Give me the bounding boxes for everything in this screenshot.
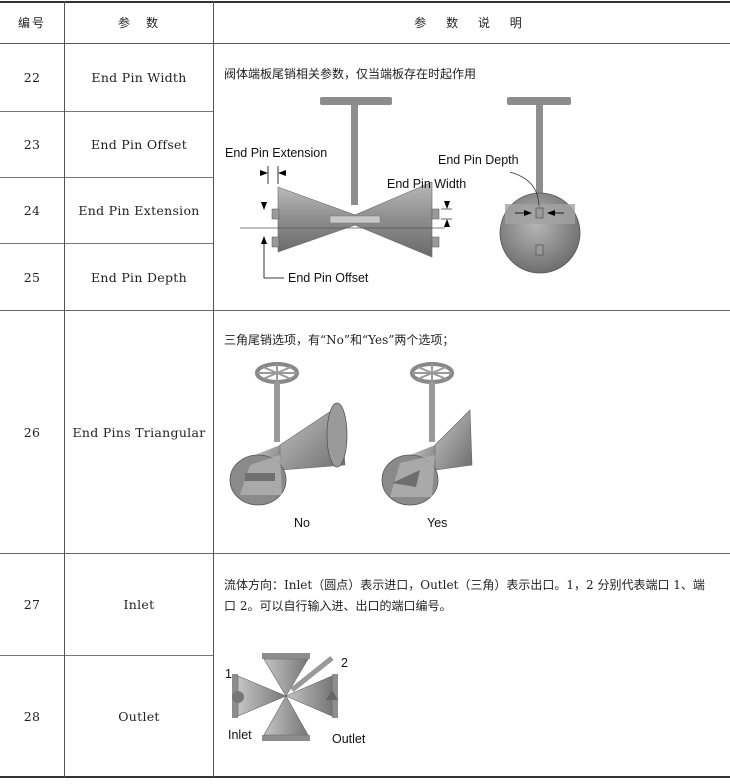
flow-figure: 1 2 Inlet Outlet	[225, 653, 366, 746]
label-end-pin-depth: End Pin Depth	[438, 153, 519, 167]
inlet-dot-icon	[232, 691, 244, 703]
row-number: 24	[23, 203, 41, 218]
right-cone	[354, 181, 433, 258]
arrow-icon	[524, 210, 532, 216]
end-pin-figure: End Pin Extension End Pin Offset End Pin…	[225, 97, 581, 285]
valve-no	[229, 362, 348, 506]
end-pin-left	[271, 236, 280, 248]
header-param: 参 数	[117, 16, 160, 30]
end-pin	[535, 244, 544, 256]
row-rule	[0, 310, 730, 311]
valve-gate	[329, 215, 381, 224]
desc-end-pin: 阀体端板尾销相关参数，仅当端板存在时起作用	[224, 67, 477, 81]
arrow-icon	[261, 236, 267, 244]
outlet-triangle-icon	[326, 690, 338, 700]
label-end-pin-offset: End Pin Offset	[288, 271, 369, 285]
desc-flow-line1: 流体方向：Inlet（圆点）表示进口，Outlet（三角）表示出口。1，2 分别…	[224, 578, 705, 592]
valve-yes	[381, 362, 473, 506]
triangular-figure: No Yes	[229, 362, 473, 530]
desc-flow-line2: 口 2。可以自行输入进、出口的端口编号。	[224, 599, 452, 613]
row-number: 26	[23, 424, 41, 440]
param-name: End Pin Width	[91, 70, 187, 85]
label-no: No	[294, 516, 310, 530]
column-rule	[64, 1, 65, 777]
handwheel-bar	[507, 97, 571, 105]
port-1-label: 1	[225, 667, 232, 681]
end-pin	[535, 207, 544, 219]
end-pin-right	[431, 236, 440, 248]
header-desc: 参 数 说 明	[414, 16, 530, 30]
param-name: End Pin Extension	[78, 203, 200, 218]
top-cone	[263, 658, 309, 697]
desc-triangular: 三角尾销选项，有“No”和“Yes”两个选项；	[224, 333, 455, 347]
port-2-label: 2	[341, 656, 348, 670]
arrow-icon	[444, 219, 450, 227]
arrow-icon	[547, 210, 555, 216]
arrow-icon	[444, 201, 450, 209]
valve-stem	[290, 656, 334, 692]
inlet-label: Inlet	[228, 728, 252, 742]
outlet-label: Outlet	[332, 732, 366, 746]
end-pin-right	[431, 208, 440, 220]
handwheel-bar	[320, 97, 392, 105]
header-no: 编号	[17, 16, 46, 30]
row-rule	[0, 177, 213, 178]
label-yes: Yes	[427, 516, 447, 530]
row-number: 28	[23, 708, 41, 724]
param-name: Outlet	[118, 708, 160, 724]
arrow-icon	[278, 170, 286, 176]
param-name: Inlet	[123, 597, 155, 612]
row-rule	[0, 553, 730, 554]
row-rule	[0, 111, 213, 112]
row-number: 27	[23, 597, 41, 612]
row-rule	[0, 243, 213, 244]
table-bottom-rule	[0, 776, 730, 778]
row-number: 22	[23, 70, 41, 85]
column-rule	[213, 1, 214, 777]
arrow-icon	[261, 202, 267, 210]
param-name: End Pin Depth	[91, 269, 187, 285]
param-name: End Pins Triangular	[72, 424, 206, 440]
label-end-pin-extension: End Pin Extension	[225, 146, 327, 160]
row-rule	[0, 655, 213, 656]
label-end-pin-width: End Pin Width	[387, 177, 466, 191]
table-top-rule	[0, 1, 730, 3]
valve-stem	[536, 105, 543, 195]
row-number: 23	[23, 137, 41, 152]
bottom-cone	[263, 695, 309, 736]
valve-stem	[351, 105, 358, 205]
header-rule	[0, 43, 730, 44]
param-name: End Pin Offset	[90, 137, 188, 152]
row-number: 25	[23, 269, 41, 285]
arrow-icon	[260, 170, 268, 176]
end-pin-left	[271, 208, 280, 220]
